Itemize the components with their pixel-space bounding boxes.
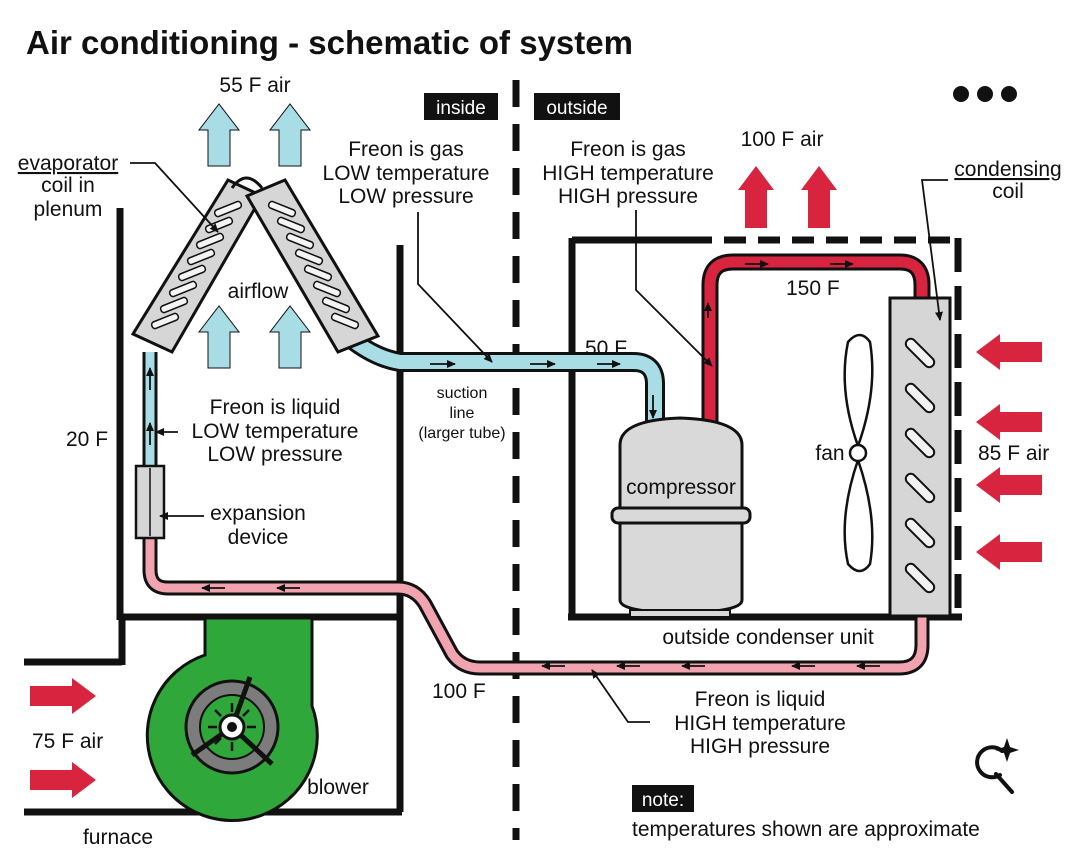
temp-100f: 100 F [432,680,486,703]
temp-20f: 20 F [66,428,108,451]
blower [145,616,319,822]
more-dots-icon[interactable] [953,86,1017,102]
expansion-label: expansion device [210,502,306,549]
cool-air-arrows [197,103,312,369]
outside-unit-label: outside condenser unit [662,626,873,649]
hot-air-arrows [738,166,837,228]
evaporator-label: evaporator coil in plenum [18,152,118,221]
condensing-label: condensing coil [954,158,1061,203]
svg-text:Freon is liquid: Freon is liquid [210,396,341,419]
svg-text:Freon is gas: Freon is gas [570,138,686,161]
gas-high-label: Freon is gas HIGH temperature HIGH press… [542,138,714,208]
inside-tag: inside [424,93,498,120]
svg-text:HIGH pressure: HIGH pressure [690,735,830,758]
page-title: Air conditioning - schematic of system [26,24,633,61]
svg-text:inside: inside [436,98,486,119]
svg-text:coil: coil [992,180,1024,203]
air-100f-label: 100 F air [741,128,824,151]
compressor [610,416,752,618]
svg-text:expansion: expansion [210,502,306,525]
airflow-label: airflow [228,280,290,303]
svg-text:HIGH pressure: HIGH pressure [558,185,698,208]
leader-lines [130,162,948,723]
note-text: temperatures shown are approximate [632,818,980,841]
svg-text:Freon is liquid: Freon is liquid [695,688,826,711]
svg-text:coil in: coil in [41,174,95,197]
note-tag: note: [632,785,694,812]
air-75f-label: 75 F air [32,730,103,753]
svg-text:(larger tube): (larger tube) [418,425,505,442]
temp-50f: 50 F [585,337,627,360]
svg-text:LOW temperature: LOW temperature [323,162,490,185]
svg-text:LOW pressure: LOW pressure [207,443,342,466]
outside-condenser-unit [568,236,962,621]
svg-text:device: device [228,526,289,549]
blower-label: blower [307,776,369,799]
svg-text:outside: outside [546,98,607,119]
liquid-low-label: Freon is liquid LOW temperature LOW pres… [192,396,359,466]
svg-text:LOW pressure: LOW pressure [338,185,473,208]
condensing-coil [888,296,952,618]
svg-text:evaporator: evaporator [18,152,118,175]
svg-text:Freon is gas: Freon is gas [348,138,464,161]
svg-text:note:: note: [642,790,684,811]
outside-air-arrows [976,334,1042,570]
air-85f-label: 85 F air [978,442,1049,465]
svg-text:LOW temperature: LOW temperature [192,420,359,443]
liquid-high-label: Freon is liquid HIGH temperature HIGH pr… [674,688,846,758]
suction-line-label: suction line (larger tube) [418,385,505,442]
outside-tag: outside [534,93,620,120]
gas-low-label: Freon is gas LOW temperature LOW pressur… [323,138,490,208]
return-air-arrows [30,678,96,798]
furnace-label: furnace [83,826,153,849]
air-55f-label: 55 F air [219,74,290,97]
svg-text:suction: suction [437,385,488,402]
svg-text:HIGH temperature: HIGH temperature [674,712,846,735]
fan-icon [843,333,874,573]
svg-text:HIGH temperature: HIGH temperature [542,162,714,185]
svg-text:plenum: plenum [34,198,103,221]
evaporator-coil [130,176,381,354]
temp-150f: 150 F [786,277,840,300]
compressor-label: compressor [626,476,736,499]
svg-text:condensing: condensing [954,158,1061,181]
visual-search-icon[interactable] [975,738,1019,794]
svg-text:line: line [450,405,475,422]
fan-label: fan [815,442,844,465]
